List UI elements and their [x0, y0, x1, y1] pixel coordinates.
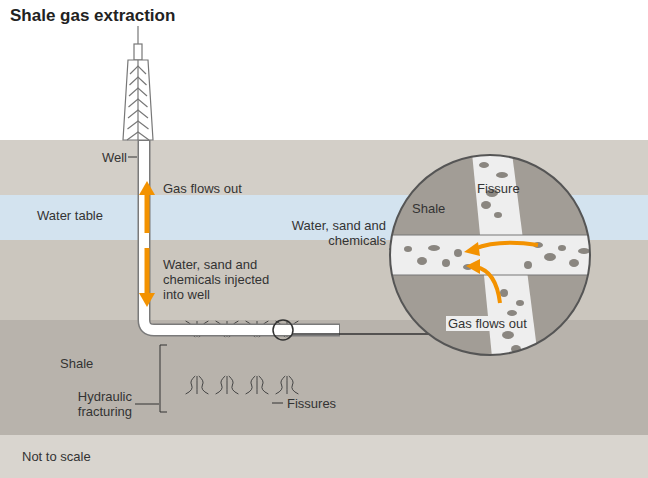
node-text: Water table [37, 208, 103, 223]
part-label-holder: Water, sand and chemicals [274, 218, 386, 248]
sand-grain [428, 245, 440, 251]
shale-layer [0, 320, 648, 435]
sand-grain [481, 201, 491, 209]
sand-grain [569, 259, 579, 267]
node-text-holder: Fissure [477, 181, 520, 196]
part-label: Hydraulic fracturing [52, 389, 132, 419]
part-label-holder: Not to scale [22, 449, 91, 464]
node-text-holder: Shale [60, 356, 93, 371]
well-pipe-outline [144, 140, 340, 330]
sand-grain [558, 245, 566, 251]
sand-grain [417, 257, 427, 265]
gas-arrow [474, 243, 538, 249]
node-text: Fissure [477, 181, 520, 196]
part-label-holder: Well [102, 150, 127, 165]
magnifier-border [390, 155, 590, 355]
sand-grain [524, 261, 532, 269]
fissure-horizontal [388, 235, 592, 275]
fissure-edge [388, 235, 592, 236]
diagram-title-holder: Shale gas extraction [10, 6, 175, 26]
part-label-holder: Water, sand and chemicals injected into … [163, 257, 293, 302]
ground-bottom [0, 435, 648, 478]
sand-grain [494, 212, 502, 218]
node-text: Gas flows out [446, 316, 529, 331]
node-text: Shale [412, 201, 445, 216]
part-label-holder: Hydraulic fracturing [52, 389, 132, 419]
derrick [123, 26, 153, 140]
part-label: Well [102, 150, 127, 165]
part-label: Fissures [287, 396, 336, 411]
node-text-holder: Shale [412, 201, 445, 216]
well-pipe [144, 141, 339, 330]
gas-arrowhead [466, 259, 480, 274]
part-label: Gas flows out [163, 181, 242, 196]
sand-grain [442, 259, 450, 267]
sand-grain [544, 253, 556, 261]
leader-lines [128, 157, 431, 412]
sand-grain [479, 162, 489, 168]
magnifier-circle: Shale FissureGas flows out [388, 153, 592, 357]
sand-grain [496, 172, 508, 178]
sand-grain [404, 246, 412, 252]
node-text: Shale [60, 356, 93, 371]
sand-grain [578, 248, 590, 254]
gas-arrowhead [464, 242, 480, 256]
part-label: Water, sand and chemicals [274, 218, 386, 248]
sand-grain [502, 331, 514, 339]
sand-grain [454, 249, 462, 257]
sand-grain [500, 289, 508, 297]
node-text-holder: Water table [37, 208, 103, 223]
diagram-title: Shale gas extraction [10, 6, 175, 26]
sand-grain [516, 300, 524, 306]
shale-rock [388, 153, 592, 357]
flow-arrows [139, 181, 155, 307]
part-label: Water, sand and chemicals injected into … [163, 257, 293, 302]
part-label-holder: Fissures [287, 396, 336, 411]
part-label-holder: Gas flows out [163, 181, 242, 196]
node-text-holder: Gas flows out [446, 314, 529, 332]
part-label: Not to scale [22, 449, 91, 464]
